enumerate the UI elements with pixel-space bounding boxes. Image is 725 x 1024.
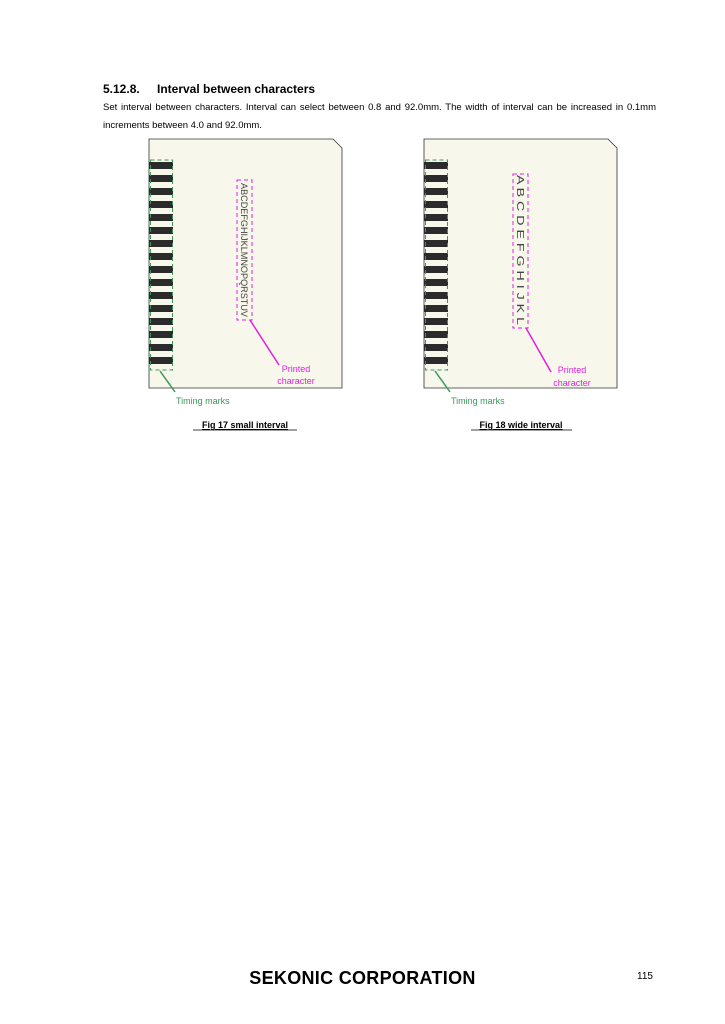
- timing-mark: [424, 188, 448, 195]
- fig17-printed-label-1: Printed: [282, 364, 311, 374]
- fig17-timing-box: [150, 159, 173, 371]
- timing-mark: [149, 292, 173, 299]
- timing-mark: [424, 214, 448, 221]
- timing-mark: [149, 279, 173, 286]
- fig17-diagram: ABCDEFGHIJKLMNOPQRSTUV Printed character…: [148, 138, 343, 406]
- timing-mark: [149, 227, 173, 234]
- timing-mark: [149, 240, 173, 247]
- timing-mark: [424, 357, 448, 364]
- timing-mark: [149, 331, 173, 338]
- timing-mark: [424, 331, 448, 338]
- timing-mark: [424, 279, 448, 286]
- timing-mark: [149, 162, 173, 169]
- timing-mark: [424, 253, 448, 260]
- fig18-printed-characters: A B C D E F G H I J K L: [514, 175, 525, 326]
- fig17-printed-characters: ABCDEFGHIJKLMNOPQRSTUV: [238, 183, 249, 318]
- section-description: Set interval between characters. Interva…: [103, 102, 656, 131]
- section-title: Interval between characters: [157, 82, 316, 96]
- footer-company: SEKONIC CORPORATION: [249, 968, 476, 988]
- timing-mark: [424, 175, 448, 182]
- fig18-printed-label-2: character: [553, 378, 591, 388]
- fig17-timing-marks: [149, 162, 173, 364]
- fig18-printed-label-1: Printed: [558, 365, 587, 375]
- timing-mark: [149, 305, 173, 312]
- timing-mark: [424, 227, 448, 234]
- section-heading: 5.12.8. Interval between characters: [103, 82, 315, 96]
- timing-mark: [424, 240, 448, 247]
- fig18-timing-label: Timing marks: [451, 396, 505, 406]
- timing-mark: [424, 201, 448, 208]
- timing-mark: [149, 253, 173, 260]
- timing-mark: [424, 305, 448, 312]
- fig18-timing-box: [425, 159, 448, 371]
- fig17-caption: Fig 17 small interval: [202, 420, 288, 430]
- fig18-caption: Fig 18 wide interval: [479, 420, 562, 430]
- timing-mark: [424, 292, 448, 299]
- timing-mark: [149, 214, 173, 221]
- page-number: 115: [637, 971, 653, 982]
- section-number: 5.12.8.: [103, 82, 140, 96]
- timing-mark: [424, 266, 448, 273]
- fig18-diagram: A B C D E F G H I J K L Printed characte…: [423, 138, 618, 406]
- timing-mark: [149, 201, 173, 208]
- fig17-printed-box: [236, 179, 253, 321]
- timing-mark: [424, 318, 448, 325]
- timing-mark: [149, 175, 173, 182]
- figures: ABCDEFGHIJKLMNOPQRSTUV Printed character…: [148, 138, 618, 431]
- timing-mark: [424, 344, 448, 351]
- fig18-printed-box: [512, 173, 529, 329]
- timing-mark: [149, 318, 173, 325]
- fig17-timing-leader: [159, 370, 176, 393]
- timing-mark: [424, 162, 448, 169]
- timing-mark: [149, 188, 173, 195]
- timing-mark: [149, 266, 173, 273]
- fig18-timing-leader: [434, 370, 451, 393]
- timing-mark: [149, 357, 173, 364]
- fig17-printed-label-2: character: [277, 376, 315, 386]
- fig18-printed-leader: [525, 327, 552, 373]
- timing-mark: [149, 344, 173, 351]
- fig18-timing-marks: [424, 162, 448, 364]
- fig17-printed-leader: [249, 319, 280, 366]
- fig17-timing-label: Timing marks: [176, 396, 230, 406]
